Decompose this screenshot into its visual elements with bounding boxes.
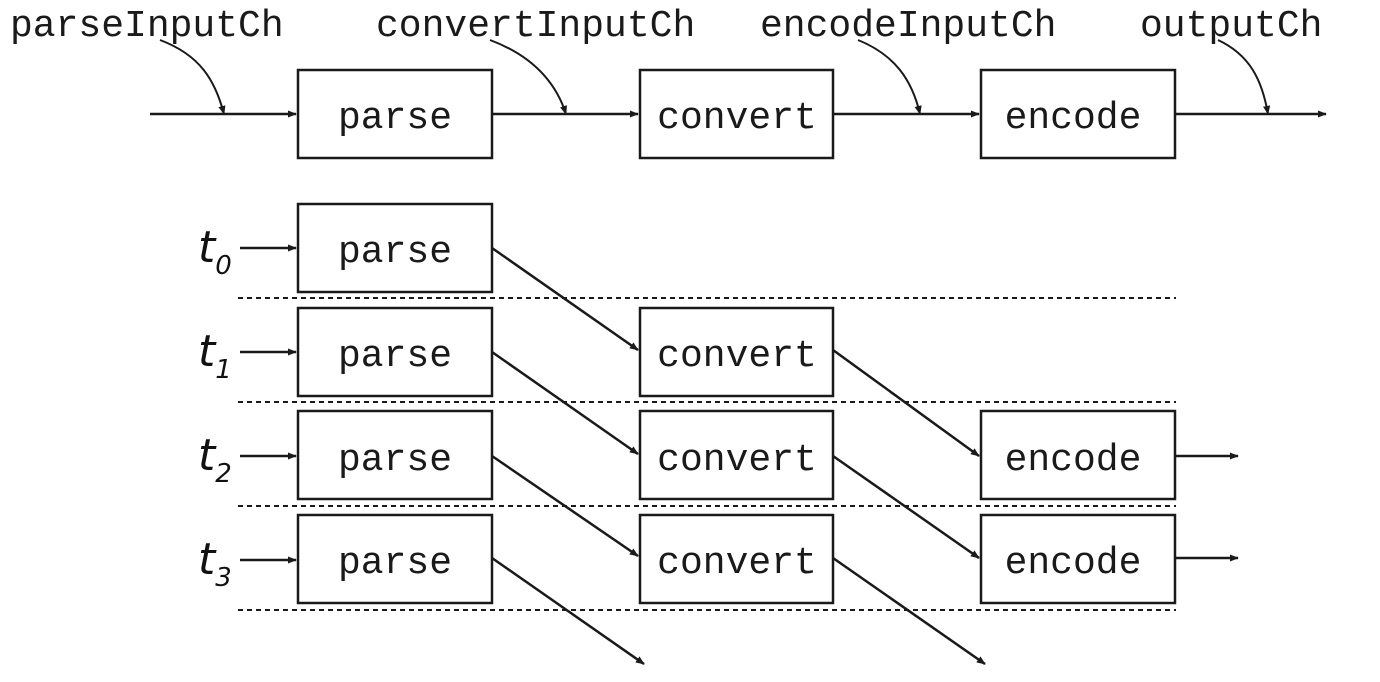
time-label-t1: t1 <box>198 326 232 385</box>
label-t1-parse: parse <box>338 335 452 378</box>
label-t3-encode: encode <box>1005 542 1142 585</box>
label-t0-parse: parse <box>338 231 452 274</box>
channel-label-output: outputCh <box>1140 5 1322 48</box>
stage-box-encode <box>979 68 1177 160</box>
label-t2-encode: encode <box>1005 439 1142 482</box>
stage-label-parse: parse <box>338 97 452 140</box>
label-t3-convert: convert <box>657 542 817 585</box>
pointer-encode-input <box>857 39 922 115</box>
channel-label-parse-input: parseInputCh <box>10 5 284 48</box>
time-label-t3: t3 <box>198 534 232 593</box>
box-t3-parse <box>296 513 494 605</box>
label-t2-parse: parse <box>338 439 452 482</box>
time-label-t2: t2 <box>198 430 232 489</box>
box-t2-parse <box>296 409 494 501</box>
pointer-output <box>1217 39 1271 115</box>
channel-label-convert-input: convertInputCh <box>376 5 695 48</box>
pointer-parse-input <box>159 39 226 115</box>
stage-label-encode: encode <box>1005 97 1142 140</box>
box-t2-convert <box>638 409 835 501</box>
stage-label-convert: convert <box>657 97 817 140</box>
box-t1-parse <box>296 306 494 398</box>
label-t1-convert: convert <box>657 335 817 378</box>
stage-box-convert <box>638 68 835 160</box>
stage-box-parse <box>296 68 494 160</box>
top-pipeline: parseInputCh convertInputCh encodeInputC… <box>10 5 1327 160</box>
box-t1-convert <box>638 306 835 398</box>
flow-arrow-t3-parse <box>491 556 645 666</box>
timeline: t0 parse t1 parse convert t2 parse conve… <box>198 202 1239 666</box>
pointer-convert-input <box>489 39 567 115</box>
label-t2-convert: convert <box>657 439 817 482</box>
box-t3-convert <box>638 513 835 605</box>
box-t3-encode <box>979 513 1177 605</box>
label-t3-parse: parse <box>338 542 452 585</box>
channel-label-encode-input: encodeInputCh <box>760 5 1056 48</box>
time-label-t0: t0 <box>198 222 232 281</box>
